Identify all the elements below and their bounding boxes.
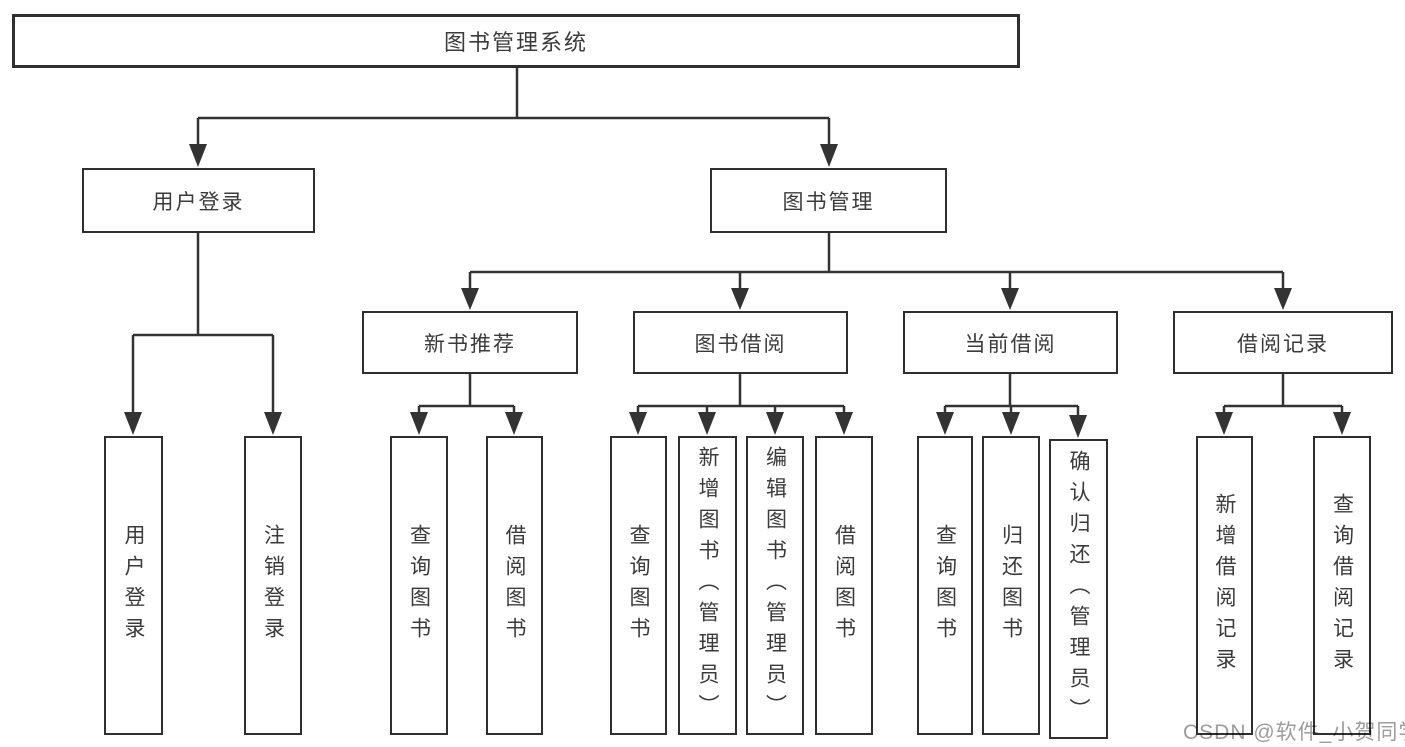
leaf-borrow-book: 借阅图书 <box>815 436 873 735</box>
node-user-login-label: 用户登录 <box>152 190 245 214</box>
leaf-logout-label: 注销登录 <box>261 523 285 648</box>
leaf-borrow-query: 查询图书 <box>610 436 667 735</box>
node-new-book-recommend: 新书推荐 <box>362 311 578 374</box>
node-root-label: 图书管理系统 <box>443 30 588 55</box>
leaf-borrow-add-admin-label: 新增图书（管理员） <box>696 446 719 725</box>
node-borrow-record: 借阅记录 <box>1173 311 1393 374</box>
leaf-record-add: 新增借阅记录 <box>1196 436 1253 735</box>
leaf-borrow-edit-admin: 编辑图书（管理员） <box>746 436 804 735</box>
node-current-borrow: 当前借阅 <box>903 311 1118 374</box>
leaf-user-login-label: 用户登录 <box>122 523 145 648</box>
leaf-newbook-query-label: 查询图书 <box>407 523 431 648</box>
node-book-management: 图书管理 <box>710 168 947 233</box>
connector-paths <box>131 68 1344 424</box>
node-user-login: 用户登录 <box>82 168 315 233</box>
leaf-borrow-book-label: 借阅图书 <box>832 523 856 648</box>
node-new-book-recommend-label: 新书推荐 <box>424 332 516 356</box>
node-book-borrow-label: 图书借阅 <box>694 332 787 356</box>
leaf-logout: 注销登录 <box>244 436 302 735</box>
leaf-record-add-label: 新增借阅记录 <box>1213 492 1236 679</box>
csdn-watermark: CSDN @软件_小贺同学 <box>1183 721 1405 744</box>
leaf-current-return-label: 归还图书 <box>999 523 1023 648</box>
leaf-newbook-query: 查询图书 <box>390 436 448 735</box>
node-book-management-label: 图书管理 <box>782 190 875 214</box>
leaf-current-confirm-admin: 确认归还（管理员） <box>1049 439 1108 739</box>
node-book-borrow: 图书借阅 <box>633 311 848 374</box>
leaf-user-login: 用户登录 <box>104 436 163 735</box>
leaf-current-query-label: 查询图书 <box>933 523 957 648</box>
leaf-borrow-add-admin: 新增图书（管理员） <box>678 436 737 735</box>
leaf-record-query: 查询借阅记录 <box>1313 436 1371 735</box>
leaf-current-confirm-admin-label: 确认归还（管理员） <box>1067 449 1090 729</box>
leaf-newbook-borrow-label: 借阅图书 <box>503 523 526 648</box>
leaf-borrow-edit-admin-label: 编辑图书（管理员） <box>763 446 787 725</box>
leaf-newbook-borrow: 借阅图书 <box>486 436 543 735</box>
leaf-record-query-label: 查询借阅记录 <box>1330 492 1354 679</box>
node-current-borrow-label: 当前借阅 <box>964 332 1057 356</box>
leaf-current-return: 归还图书 <box>982 436 1040 735</box>
leaf-current-query: 查询图书 <box>917 436 973 735</box>
node-borrow-record-label: 借阅记录 <box>1237 332 1329 356</box>
leaf-borrow-query-label: 查询图书 <box>627 523 650 648</box>
node-root-library-system: 图书管理系统 <box>12 14 1020 68</box>
arrowheads <box>124 144 1351 438</box>
